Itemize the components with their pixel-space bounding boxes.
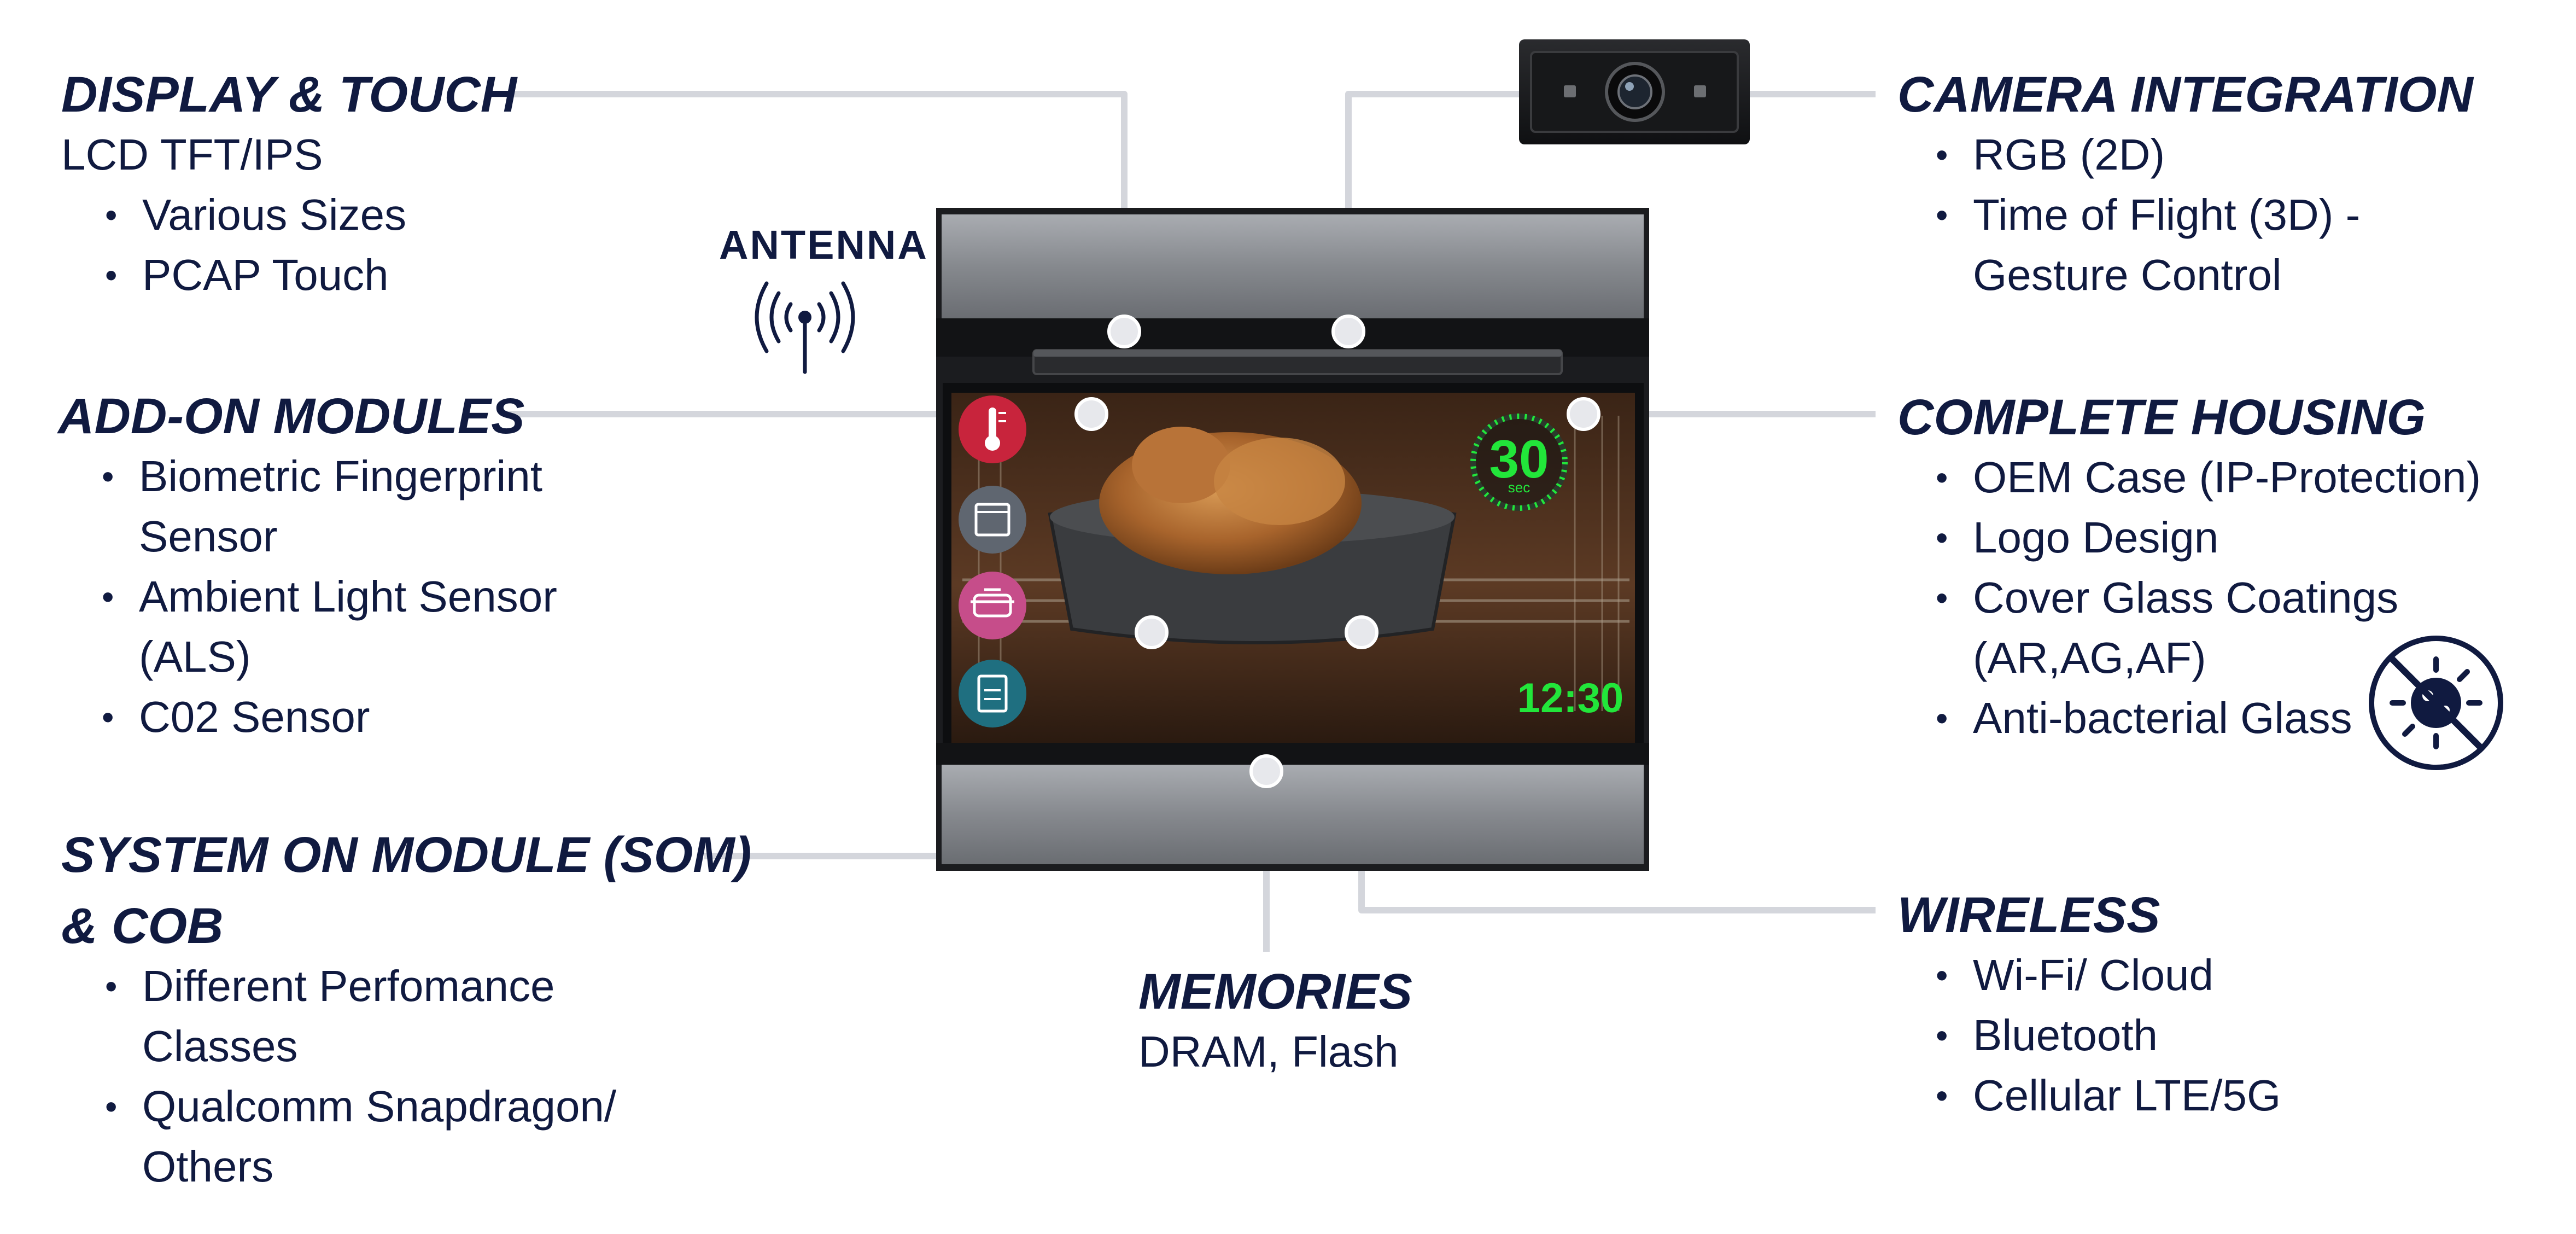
dot-camera [1331,315,1365,348]
list-item: Qualcomm Snapdragon/ Others [100,1076,751,1197]
complete-housing-heading: COMPLETE HOUSING [1897,389,2426,445]
wireless-block: WIRELESS Wi-Fi/ Cloud Bluetooth Cellular… [1897,885,2281,1126]
oven-icon [959,486,1026,554]
memories-block: MEMORIES DRAM, Flash [1138,962,1412,1082]
display-touch-block: DISPLAY & TOUCH LCD TFT/IPS Various Size… [61,65,517,305]
camera-integration-block: CAMERA INTEGRATION RGB (2D) Time of Flig… [1897,65,2473,305]
addon-modules-heading: ADD-ON MODULES [58,388,525,444]
list-item: Wi-Fi/ Cloud [1930,945,2281,1005]
som-list: Different Perfomance Classes Qualcomm Sn… [100,956,751,1197]
list-item: RGB (2D) [1930,125,2473,185]
addon-modules-block: ADD-ON MODULES Biometric Fingerprint Sen… [58,386,557,747]
memories-heading: MEMORIES [1138,964,1412,1020]
screen-side-icons [959,395,1026,727]
display-touch-heading: DISPLAY & TOUCH [61,67,517,123]
list-item: Cover Glass Coatings (AR,AG,AF) [1930,568,2481,688]
list-item: C02 Sensor [96,687,557,747]
timer-ring [1470,414,1568,511]
addon-modules-list: Biometric Fingerprint Sensor Ambient Lig… [96,446,557,747]
connector-dots [1074,315,1600,788]
list-item: Various Sizes [100,185,517,245]
timer-unit: sec [1508,479,1530,496]
list-item: OEM Case (IP-Protection) [1930,447,2481,508]
display-touch-subtitle: LCD TFT/IPS [61,130,323,179]
clock-display: 12:30 [1517,675,1623,721]
complete-housing-block: COMPLETE HOUSING OEM Case (IP-Protection… [1897,387,2481,748]
camera-module [1519,39,1750,144]
dot-wireless [1345,615,1378,649]
dot-som [1135,615,1169,649]
antenna-label: ANTENNA [719,222,928,267]
list-item: PCAP Touch [100,245,517,305]
wireless-list: Wi-Fi/ Cloud Bluetooth Cellular LTE/5G [1930,945,2281,1126]
dot-memories [1249,754,1283,788]
som-heading: SYSTEM ON MODULE (SOM) [61,827,752,883]
list-item: Bluetooth [1930,1005,2281,1066]
list-item: Logo Design [1930,508,2481,568]
list-item: Biometric Fingerprint Sensor [96,446,557,567]
list-item: Time of Flight (3D) - Gesture Control [1930,185,2473,305]
oven-body [936,208,1649,871]
camera-integration-list: RGB (2D) Time of Flight (3D) - Gesture C… [1930,125,2473,305]
display-touch-list: Various Sizes PCAP Touch [100,185,517,305]
list-item: Anti-bacterial Glass [1930,688,2481,748]
wireless-heading: WIRELESS [1897,887,2160,943]
recipe-book-icon [959,660,1026,727]
list-item: Cellular LTE/5G [1930,1066,2281,1126]
memories-subtitle: DRAM, Flash [1138,1027,1399,1076]
som-heading-line2: & COB [61,898,224,954]
list-item: Different Perfomance Classes [100,956,751,1076]
complete-housing-list: OEM Case (IP-Protection) Logo Design Cov… [1930,447,2481,748]
camera-integration-heading: CAMERA INTEGRATION [1897,67,2473,123]
timer-value: 30 [1489,429,1549,489]
list-item: Ambient Light Sensor (ALS) [96,567,557,687]
pot-icon [959,572,1026,639]
som-block: SYSTEM ON MODULE (SOM) & COB Different P… [61,825,751,1197]
thermometer-icon [959,395,1026,463]
dot-addon [1074,397,1108,431]
dot-display [1107,315,1141,348]
dot-housing [1567,397,1600,431]
antenna-icon [755,281,855,374]
